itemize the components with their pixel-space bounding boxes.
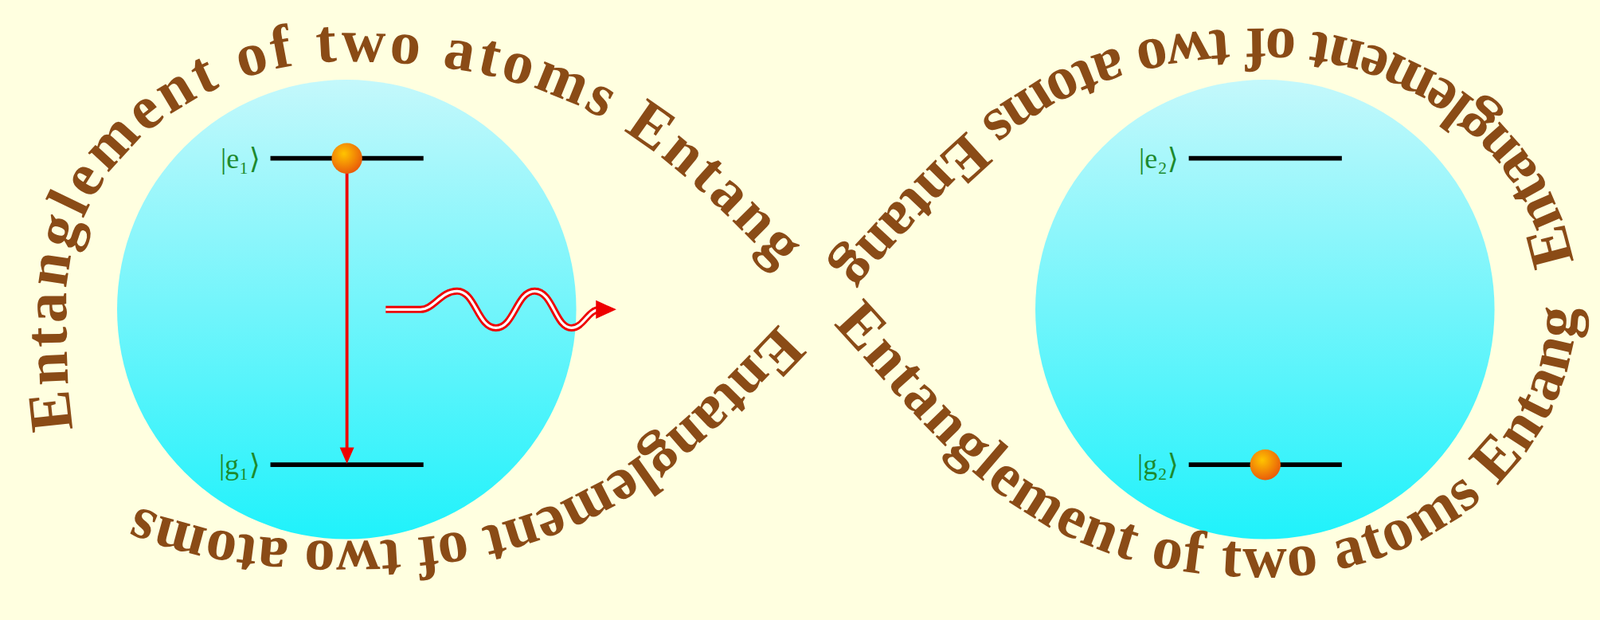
level-label-holder: |e₁⟩ [220, 141, 261, 176]
ribbon-label: Entanglement of two atoms [117, 314, 819, 597]
ribbon-label: Entanglement of two atoms Entang [11, 6, 821, 436]
level-label-holder: |g₁⟩ [219, 447, 261, 482]
ribbon-label: Entanglement of two atoms Entang [823, 286, 1592, 591]
level-label-holder: |g₂⟩ [1137, 447, 1179, 482]
electron-dot [1250, 449, 1281, 480]
level-label: |e₂⟩ [1138, 142, 1179, 175]
ribbon-text: Entanglement of two atoms Entang [11, 6, 821, 436]
level-label: |e₁⟩ [220, 142, 261, 175]
photon-wave-inner [385, 290, 600, 328]
ribbon-text: Entanglement of two atoms [117, 314, 819, 597]
ribbon-text: Entanglement of two atoms Entang [822, 14, 1587, 306]
ribbon-label: Entanglement of two atoms Entang [822, 14, 1587, 306]
electron-dot [331, 142, 362, 173]
photon-wave [385, 290, 600, 328]
level-label: |g₂⟩ [1137, 448, 1179, 481]
decay-arrow [345, 171, 349, 450]
photon-arrowhead [595, 300, 617, 319]
decay-arrowhead [340, 446, 355, 464]
energy-levels [270, 158, 1342, 466]
excited-level [1189, 156, 1342, 161]
level-label: |g₁⟩ [219, 448, 261, 481]
level-label-holder: |e₂⟩ [1138, 141, 1179, 176]
ribbon-text: Entanglement of two atoms Entang [823, 286, 1592, 591]
